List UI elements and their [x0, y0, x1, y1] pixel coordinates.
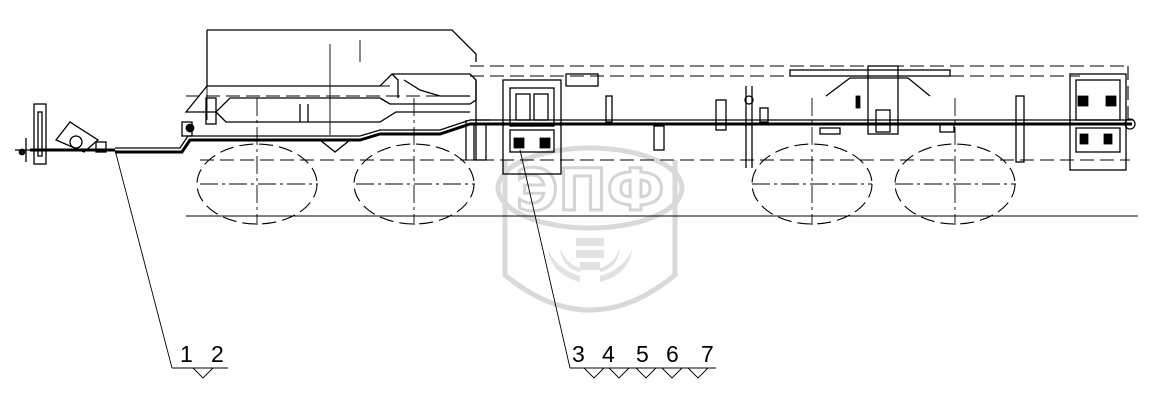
- wheels: [196, 98, 1016, 225]
- callout-label: 7: [701, 341, 714, 367]
- callout-label: 4: [602, 341, 615, 367]
- coupling-valve-icon: [185, 123, 195, 133]
- callout-group-3-7: 3 4 5 6 7: [572, 341, 714, 367]
- watermark-text: ЭПФ: [516, 156, 665, 224]
- mid-valve-block: [470, 79, 562, 175]
- wheat-emblem-icon: [548, 238, 632, 282]
- callout-group-1-2: 1 2: [180, 341, 224, 367]
- callout-label: 2: [211, 341, 224, 367]
- gooseneck-frame: [184, 73, 477, 160]
- drawbar-coupling: [15, 103, 195, 165]
- callout-label: 5: [636, 341, 649, 367]
- deck-phantom-lines: [186, 65, 1130, 161]
- callout-label: 1: [180, 341, 193, 367]
- upper-body-outline: [206, 29, 477, 135]
- callout-label: 3: [572, 341, 585, 367]
- leader-lines: [114, 149, 716, 379]
- watermark: ЭПФ: [495, 145, 685, 313]
- frame-fittings: [565, 65, 1025, 168]
- main-pipe: [115, 119, 1132, 154]
- rear-valve-block: [1069, 73, 1136, 171]
- callout-label: 6: [666, 341, 679, 367]
